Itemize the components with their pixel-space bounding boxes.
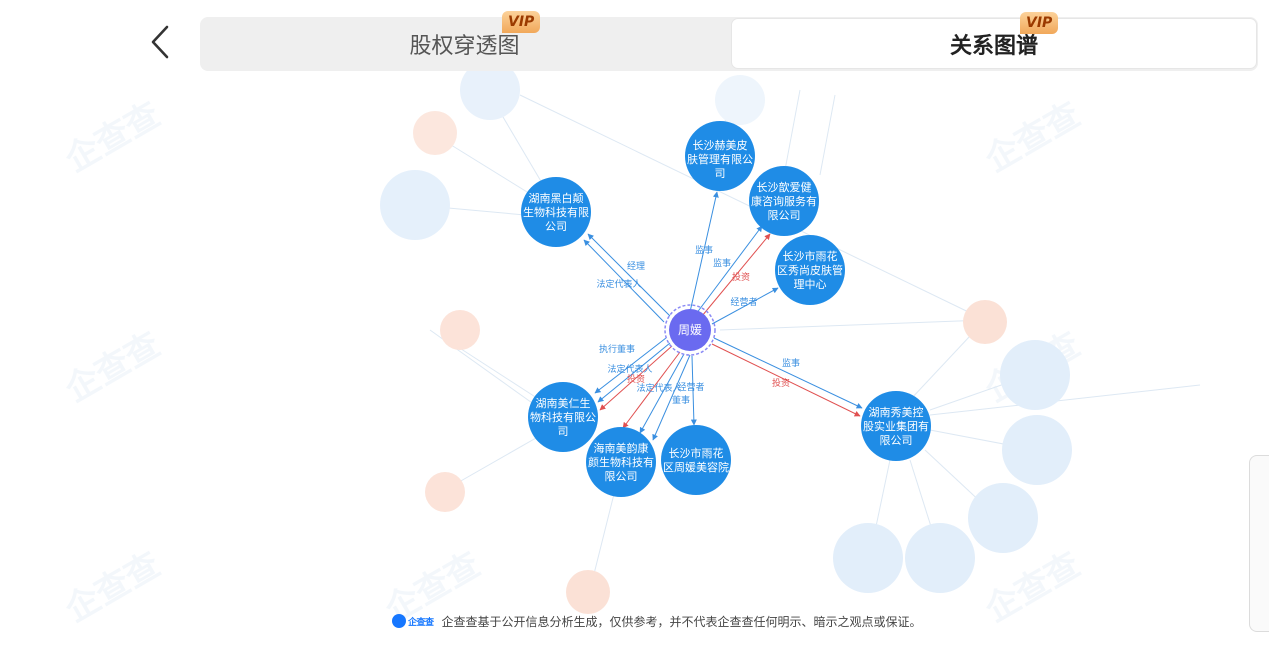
svg-text:物科技有限公: 物科技有限公	[530, 410, 596, 424]
svg-text:长沙歆爱健: 长沙歆爱健	[757, 180, 812, 194]
disclaimer-text: 企查查基于公开信息分析生成，仅供参考，并不代表企查查任何明示、暗示之观点或保证。	[441, 614, 922, 629]
svg-text:司: 司	[715, 167, 726, 180]
svg-text:肤管理有限公: 肤管理有限公	[687, 152, 753, 166]
edge-label: 法定代表人	[607, 363, 652, 375]
edge-label: 监事	[782, 357, 800, 369]
edge-label: 经营者	[677, 381, 704, 393]
svg-text:生物科技有限: 生物科技有限	[523, 205, 589, 219]
logo-icon	[392, 614, 406, 628]
svg-text:湖南美仁生: 湖南美仁生	[536, 396, 591, 410]
svg-text:康咨询服务有: 康咨询服务有	[751, 194, 817, 208]
company-node[interactable]: 长沙赫美皮 肤管理有限公 司	[685, 121, 755, 191]
edge-label: 经营者	[730, 296, 757, 308]
svg-text:司: 司	[558, 425, 569, 438]
svg-text:区周媛美容院: 区周媛美容院	[663, 460, 729, 474]
edge-label: 董事	[672, 394, 690, 406]
vip-badge: VIP	[1020, 12, 1059, 34]
tab-equity-penetration[interactable]: 股权穿透图 VIP	[200, 11, 729, 71]
svg-text:周媛: 周媛	[678, 323, 702, 337]
company-node[interactable]: 湖南黑白颠 生物科技有限 公司	[521, 177, 591, 247]
svg-text:湖南黑白颠: 湖南黑白颠	[529, 191, 584, 205]
company-node[interactable]: 长沙歆爱健 康咨询服务有 限公司	[749, 166, 819, 236]
edge-labels: 监事 监事 投资 经理 法定代表人 经营者 执行董事 法定代表人 投资 法定代表…	[596, 244, 800, 406]
edge-label: 监事	[695, 244, 713, 256]
main-edges	[583, 191, 863, 441]
svg-text:股实业集团有: 股实业集团有	[863, 419, 929, 433]
vip-badge: VIP	[502, 11, 541, 33]
svg-text:公司: 公司	[545, 220, 567, 233]
company-node[interactable]: 长沙市雨花 区秀尚皮肤管 理中心	[775, 235, 845, 305]
svg-text:长沙赫美皮: 长沙赫美皮	[693, 139, 748, 152]
chevron-left-icon	[151, 25, 169, 59]
svg-text:理中心: 理中心	[794, 278, 827, 291]
svg-text:长沙市雨花: 长沙市雨花	[783, 249, 838, 263]
edge-label: 监事	[713, 257, 731, 269]
footer-disclaimer: 企查查 企查查基于公开信息分析生成，仅供参考，并不代表企查查任何明示、暗示之观点…	[392, 611, 922, 631]
back-button[interactable]	[140, 22, 180, 62]
edge-label: 执行董事	[599, 343, 635, 355]
svg-text:湖南秀美控: 湖南秀美控	[869, 405, 924, 419]
company-node[interactable]: 湖南美仁生 物科技有限公 司	[528, 382, 598, 452]
edge-label: 经理	[627, 260, 645, 272]
tab-label: 关系图谱	[949, 33, 1038, 59]
tab-label: 股权穿透图	[409, 34, 520, 59]
company-node[interactable]: 湖南秀美控 股实业集团有 限公司	[861, 391, 931, 461]
edge-label: 投资	[772, 377, 790, 389]
tab-relationship-graph[interactable]: 关系图谱 VIP	[731, 12, 1257, 69]
background-nodes	[380, 71, 1072, 614]
svg-text:海南美韵康: 海南美韵康	[594, 441, 649, 455]
company-node[interactable]: 海南美韵康 颜生物科技有 限公司	[586, 427, 656, 497]
person-node[interactable]: 周媛	[664, 304, 716, 356]
qichacha-logo: 企查查	[392, 614, 434, 628]
company-node[interactable]: 长沙市雨花 区周媛美容院	[661, 425, 731, 495]
relationship-graph[interactable]: 监事 监事 投资 经理 法定代表人 经营者 执行董事 法定代表人 投资 法定代表…	[0, 71, 1269, 660]
svg-text:限公司: 限公司	[605, 470, 638, 483]
edge-label: 投资	[732, 271, 750, 283]
edge-label: 法定代表人	[636, 382, 681, 394]
svg-text:限公司: 限公司	[768, 209, 801, 222]
svg-text:颜生物科技有: 颜生物科技有	[588, 455, 654, 469]
svg-text:长沙市雨花: 长沙市雨花	[669, 446, 724, 460]
svg-text:区秀尚皮肤管: 区秀尚皮肤管	[777, 263, 843, 277]
svg-text:限公司: 限公司	[880, 434, 913, 447]
tab-bar: 股权穿透图 VIP 关系图谱 VIP	[200, 11, 1258, 71]
edge-label: 法定代表人	[596, 278, 641, 290]
background-edges	[414, 89, 1201, 591]
side-panel-handle[interactable]	[1249, 455, 1269, 632]
edge-label: 投资	[627, 373, 645, 385]
